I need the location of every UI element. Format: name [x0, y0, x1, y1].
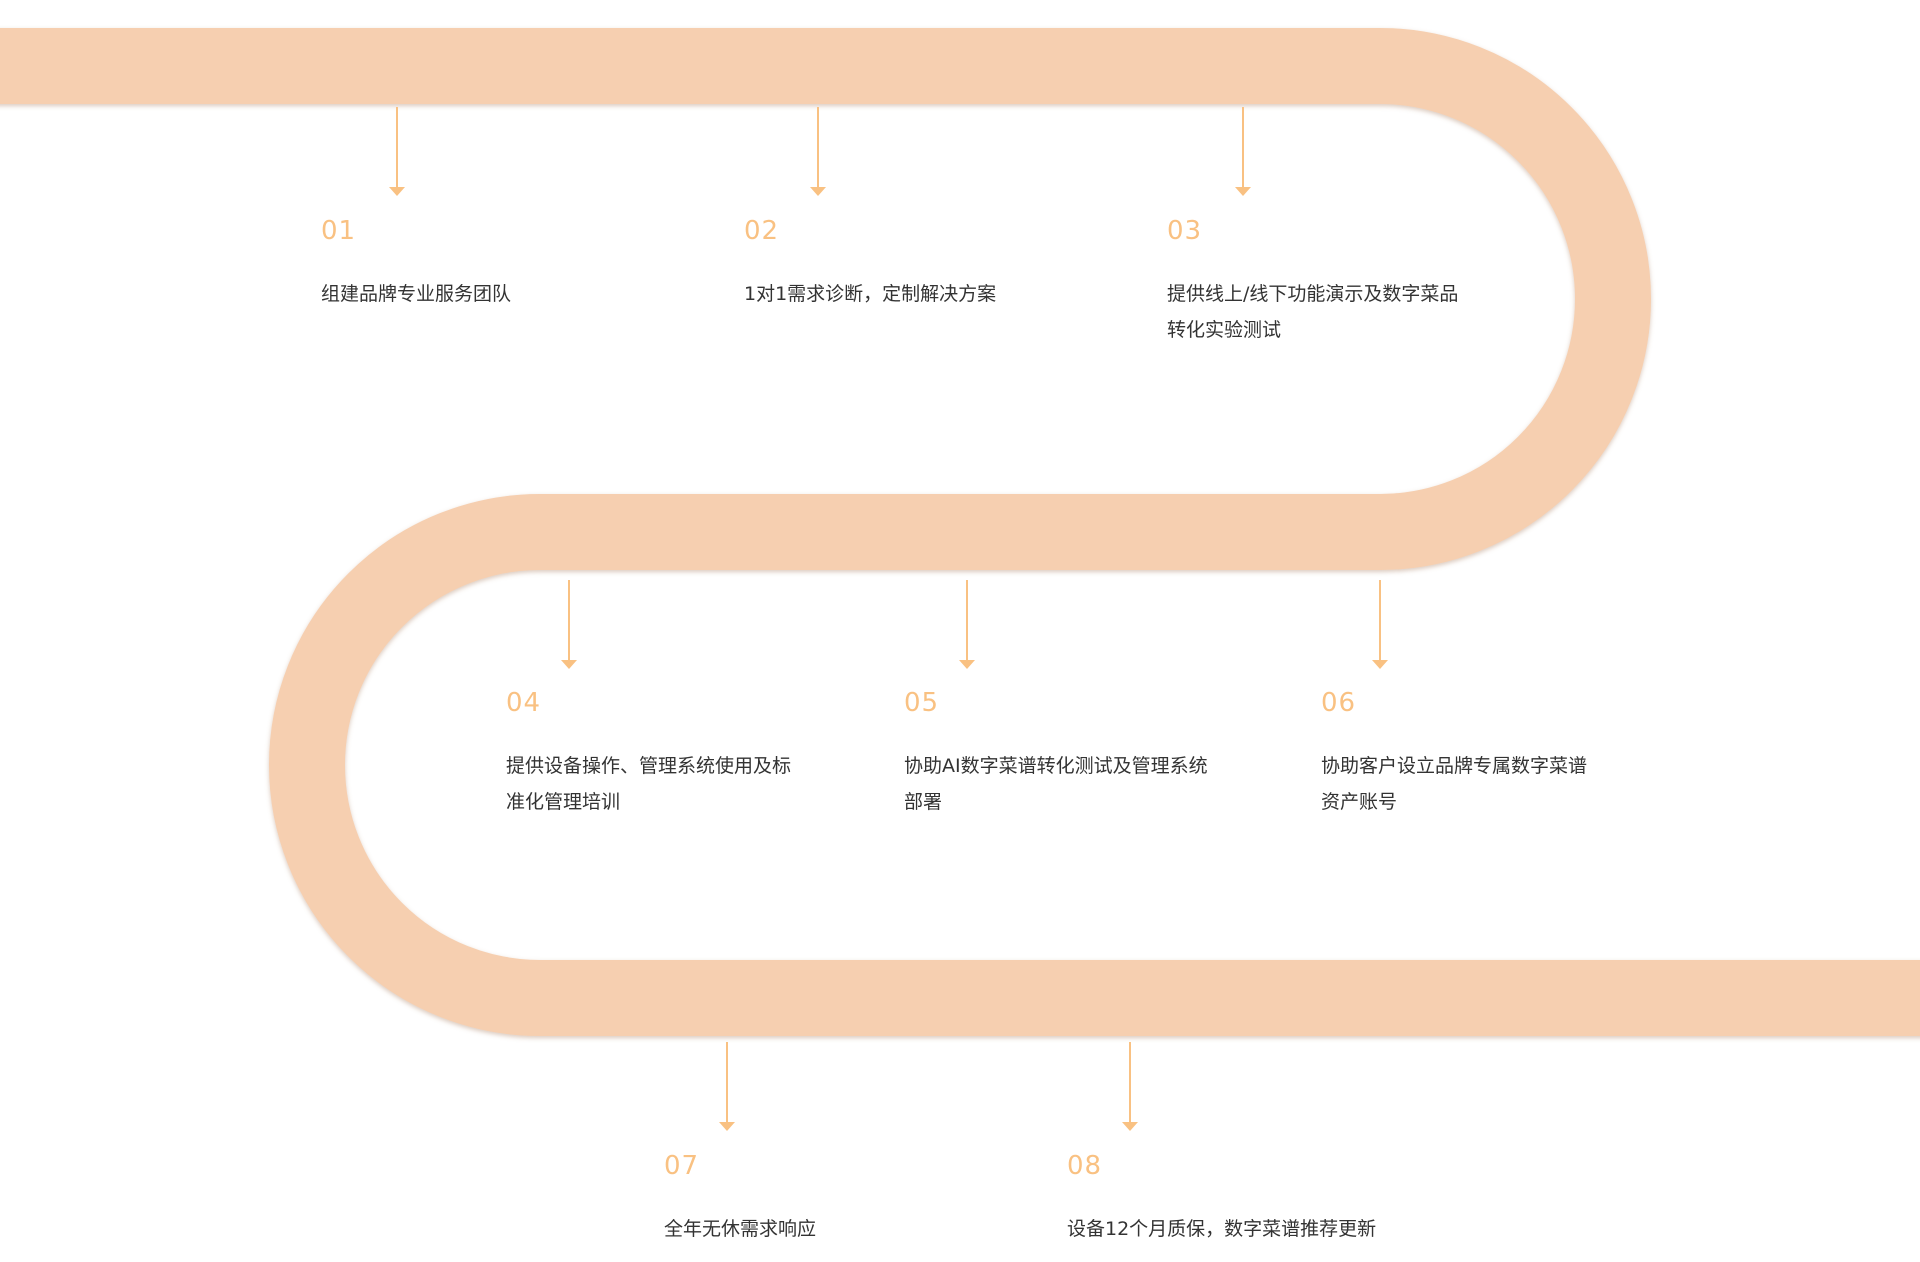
step-description-line: 设备12个月质保，数字菜谱推荐更新 — [1067, 1218, 1377, 1240]
step-description-line: 转化实验测试 — [1167, 319, 1282, 341]
step-number: 07 — [664, 1151, 700, 1181]
step-number: 03 — [1167, 216, 1203, 246]
road-path — [0, 28, 1920, 1036]
step-number: 04 — [506, 688, 542, 718]
step-description: 设备12个月质保，数字菜谱推荐更新 — [1067, 1211, 1467, 1247]
step-description-line: 准化管理培训 — [506, 791, 621, 813]
step-description-line: 协助AI数字菜谱转化测试及管理系统 — [904, 755, 1208, 777]
step-description: 协助AI数字菜谱转化测试及管理系统 部署 — [904, 748, 1234, 820]
step-06: 06 协助客户设立品牌专属数字菜谱 资产账号 — [1321, 690, 1651, 820]
step-number: 01 — [321, 216, 357, 246]
step-description: 1对1需求诊断，定制解决方案 — [744, 276, 1074, 312]
step-04: 04 提供设备操作、管理系统使用及标 准化管理培训 — [506, 690, 836, 820]
step-description-line: 资产账号 — [1321, 791, 1398, 813]
step-number: 08 — [1067, 1151, 1103, 1181]
step-description-line: 部署 — [904, 791, 943, 813]
step-number: 02 — [744, 216, 780, 246]
step-description-line: 提供设备操作、管理系统使用及标 — [506, 755, 792, 777]
arrow-down-icon — [561, 580, 577, 670]
step-description-line: 协助客户设立品牌专属数字菜谱 — [1321, 755, 1588, 777]
step-description-line: 全年无休需求响应 — [664, 1218, 817, 1240]
step-description-line: 提供线上/线下功能演示及数字菜品 — [1167, 283, 1459, 305]
arrow-down-icon — [810, 107, 826, 197]
step-description: 组建品牌专业服务团队 — [321, 276, 651, 312]
step-description: 全年无休需求响应 — [664, 1211, 994, 1247]
step-03: 03 提供线上/线下功能演示及数字菜品 转化实验测试 — [1167, 218, 1497, 348]
step-08: 08 设备12个月质保，数字菜谱推荐更新 — [1067, 1153, 1467, 1247]
arrow-down-icon — [959, 580, 975, 670]
step-05: 05 协助AI数字菜谱转化测试及管理系统 部署 — [904, 690, 1234, 820]
arrow-down-icon — [1235, 107, 1251, 197]
step-description: 提供设备操作、管理系统使用及标 准化管理培训 — [506, 748, 836, 820]
step-description-line: 1对1需求诊断，定制解决方案 — [744, 283, 997, 305]
arrow-down-icon — [719, 1042, 735, 1132]
step-description-line: 组建品牌专业服务团队 — [321, 283, 512, 305]
step-02: 02 1对1需求诊断，定制解决方案 — [744, 218, 1074, 312]
arrow-down-icon — [389, 107, 405, 197]
step-07: 07 全年无休需求响应 — [664, 1153, 994, 1247]
step-description: 提供线上/线下功能演示及数字菜品 转化实验测试 — [1167, 276, 1497, 348]
arrow-down-icon — [1122, 1042, 1138, 1132]
arrow-down-icon — [1372, 580, 1388, 670]
step-description: 协助客户设立品牌专属数字菜谱 资产账号 — [1321, 748, 1651, 820]
step-number: 05 — [904, 688, 940, 718]
step-01: 01 组建品牌专业服务团队 — [321, 218, 651, 312]
step-number: 06 — [1321, 688, 1357, 718]
